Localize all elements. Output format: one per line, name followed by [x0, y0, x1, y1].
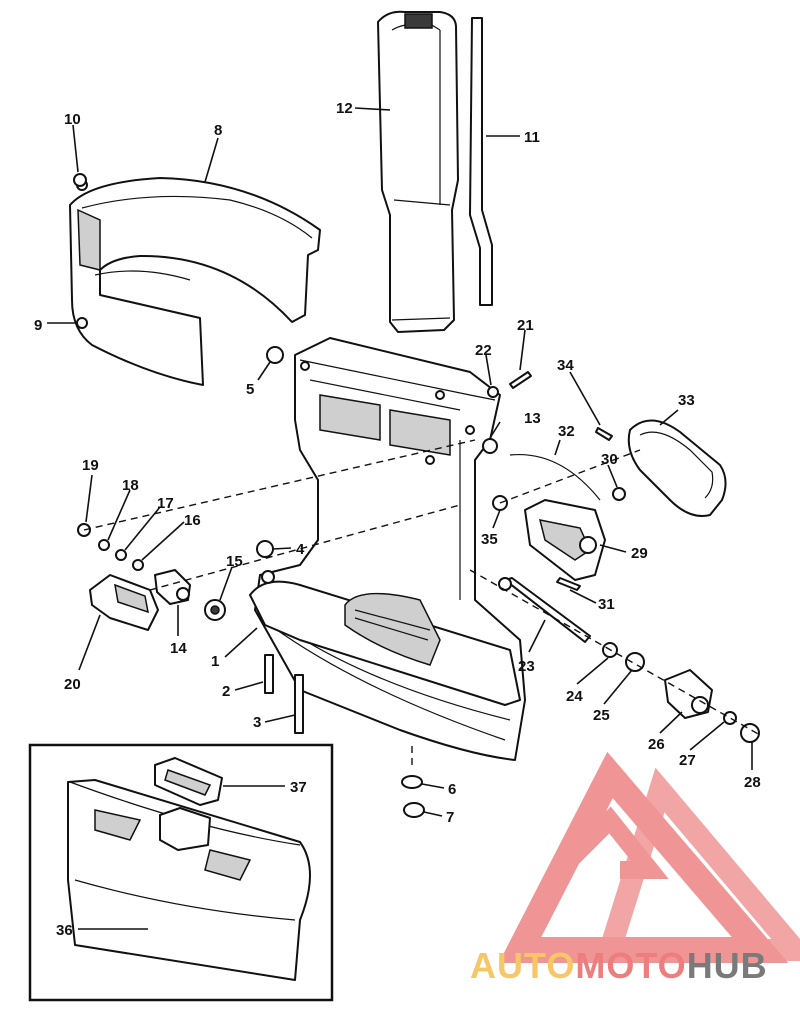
automotohub-logo	[498, 751, 800, 963]
part-34-screw	[595, 427, 613, 441]
part-13-nut	[482, 438, 498, 454]
label-33: 33	[678, 392, 695, 409]
label-31: 31	[598, 596, 615, 613]
part-33-cover	[627, 419, 727, 517]
part-18-washer	[98, 539, 110, 551]
part-21-screw	[509, 371, 532, 389]
label-11: 11	[524, 129, 540, 146]
assembly-lines	[83, 439, 761, 765]
label-15: 15	[226, 553, 243, 570]
label-17: 17	[157, 495, 174, 512]
part-14-bushing	[154, 569, 191, 605]
label-16: 16	[184, 512, 201, 529]
label-27: 27	[679, 752, 696, 769]
label-6: 6	[448, 781, 456, 798]
leader-lines	[47, 107, 753, 930]
part-30-screw	[612, 487, 626, 501]
part-17-lockwasher	[115, 549, 127, 561]
part-11-shift-rod	[469, 17, 493, 306]
label-3: 3	[253, 714, 261, 731]
svg-text:AUTOMOTOHUB: AUTOMOTOHUB	[470, 945, 768, 986]
part-16-washer	[132, 559, 144, 571]
label-25: 25	[593, 707, 610, 724]
label-21: 21	[517, 317, 534, 334]
part-20-shift-housing	[89, 574, 159, 631]
part-3-stud	[294, 674, 304, 734]
wordmark-auto: AUTO	[470, 945, 575, 986]
part-26-bushing	[664, 669, 713, 719]
part-4-plug	[256, 540, 274, 558]
part-2-stud	[264, 654, 274, 694]
label-10: 10	[64, 111, 81, 128]
label-30: 30	[601, 451, 618, 468]
label-7: 7	[446, 809, 454, 826]
label-24: 24	[566, 688, 583, 705]
label-5: 5	[246, 381, 254, 398]
part-32-wire	[509, 453, 601, 501]
label-23: 23	[518, 658, 535, 675]
part-22-washer	[487, 386, 499, 398]
part-25-washer	[625, 652, 645, 672]
part-28-nut	[740, 723, 760, 743]
label-36: 36	[56, 922, 73, 939]
small-fasteners	[73, 173, 760, 818]
part-9-fastener	[76, 317, 88, 329]
label-29: 29	[631, 545, 648, 562]
label-9: 9	[34, 317, 42, 334]
callout-labels: 10 8 9 12 11 5 22 21 13 32 34 33 30 19 1…	[34, 100, 761, 939]
label-20: 20	[64, 676, 81, 693]
label-2: 2	[222, 683, 230, 700]
label-37: 37	[290, 779, 307, 796]
label-32: 32	[558, 423, 575, 440]
label-8: 8	[214, 122, 222, 139]
wordmark-hub: HUB	[687, 945, 768, 986]
part-7-nut	[403, 802, 425, 818]
label-19: 19	[82, 457, 99, 474]
label-22: 22	[475, 342, 492, 359]
automotohub-wordmark: AUTOMOTOHUB	[470, 945, 768, 986]
part-6-washer	[401, 775, 423, 789]
label-4: 4	[296, 541, 305, 558]
label-35: 35	[481, 531, 498, 548]
part-12-tube	[377, 10, 459, 333]
part-10-fastener	[73, 173, 87, 187]
part-1-driveshaft-housing	[249, 337, 526, 761]
label-1: 1	[211, 653, 219, 670]
part-31-spring	[556, 577, 581, 591]
part-29-bracket	[524, 499, 606, 581]
part-5-grommet	[266, 346, 284, 364]
label-14: 14	[170, 640, 187, 657]
wordmark-moto: MOTO	[575, 945, 686, 986]
label-12: 12	[336, 100, 353, 117]
part-27-lockwasher	[723, 711, 737, 725]
label-13: 13	[524, 410, 541, 427]
label-28: 28	[744, 774, 761, 791]
label-34: 34	[557, 357, 574, 374]
label-18: 18	[122, 477, 139, 494]
inset-box	[28, 743, 334, 1002]
label-26: 26	[648, 736, 665, 753]
